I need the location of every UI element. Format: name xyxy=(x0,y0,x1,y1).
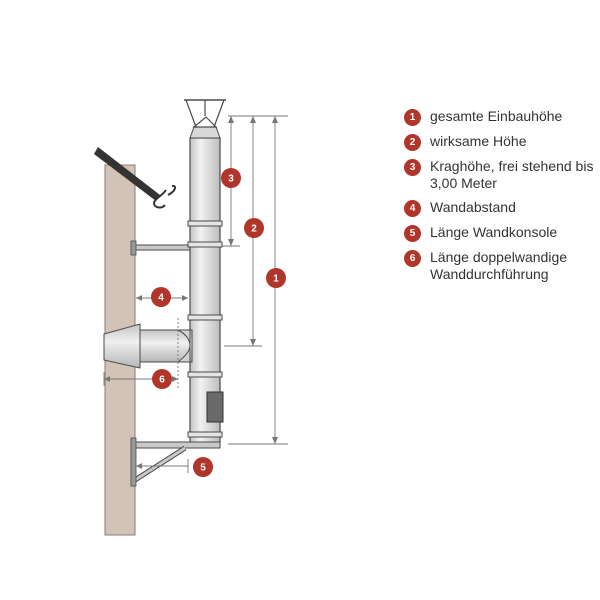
legend-item-3: 3 Kraghöhe, frei stehend bis 3,00 Meter xyxy=(404,158,594,192)
rain-cap xyxy=(184,99,226,128)
legend-label-5: Länge Wandkonsole xyxy=(430,224,558,240)
legend: 1 gesamte Einbauhöhe 2 wirksame Höhe 3 K… xyxy=(404,108,594,290)
dimension-arrows xyxy=(104,116,278,469)
badge-1-number: 1 xyxy=(273,274,279,285)
badge-3-number: 3 xyxy=(228,174,234,185)
badge-6-circle xyxy=(152,369,172,389)
badge-2: 2 xyxy=(244,218,264,238)
badge-2-circle xyxy=(244,218,264,238)
badge-1: 1 xyxy=(266,268,286,288)
legend-label-4: Wandabstand xyxy=(430,199,516,215)
wall-passage-flange xyxy=(103,323,141,369)
badge-4: 4 xyxy=(151,287,171,307)
legend-item-1: 1 gesamte Einbauhöhe xyxy=(404,108,594,126)
pipe-bands xyxy=(187,220,223,438)
badge-5-number: 5 xyxy=(200,463,206,474)
badge-3: 3 xyxy=(221,168,241,188)
badge-5-circle xyxy=(193,457,213,477)
badge-3-circle xyxy=(221,168,241,188)
legend-label-3: Kraghöhe, frei stehend bis 3,00 Meter xyxy=(430,158,594,191)
tee-elbow xyxy=(176,329,191,363)
badge-4-circle xyxy=(151,287,171,307)
roof xyxy=(94,147,160,201)
legend-label-6: Länge doppelwandige Wanddurchführung xyxy=(430,249,568,282)
legend-label-1: gesamte Einbauhöhe xyxy=(430,108,563,124)
lower-wall-bracket xyxy=(130,437,221,487)
legend-badge-3: 3 xyxy=(404,159,421,176)
upper-bracket-plate xyxy=(130,240,137,256)
legend-badge-1: 1 xyxy=(404,109,421,126)
badge-6: 6 xyxy=(152,369,172,389)
legend-label-2: wirksame Höhe xyxy=(430,133,527,149)
legend-badge-6: 6 xyxy=(404,250,421,267)
badge-6-number: 6 xyxy=(159,375,165,386)
wall-passage-pipe xyxy=(139,329,193,363)
legend-badge-2: 2 xyxy=(404,134,421,151)
gutter-hook-icon xyxy=(152,184,177,209)
chimney-top-collar xyxy=(189,126,221,139)
legend-item-5: 5 Länge Wandkonsole xyxy=(404,224,594,242)
legend-item-6: 6 Länge doppelwandige Wanddurchführung xyxy=(404,249,594,283)
badge-1-circle xyxy=(266,268,286,288)
legend-badge-5: 5 xyxy=(404,225,421,242)
legend-item-4: 4 Wandabstand xyxy=(404,199,594,217)
badge-4-number: 4 xyxy=(158,293,164,304)
legend-badge-4: 4 xyxy=(404,200,421,217)
inspection-door xyxy=(206,391,224,423)
badge-5: 5 xyxy=(193,457,213,477)
legend-item-2: 2 wirksame Höhe xyxy=(404,133,594,151)
badge-2-number: 2 xyxy=(251,224,257,235)
